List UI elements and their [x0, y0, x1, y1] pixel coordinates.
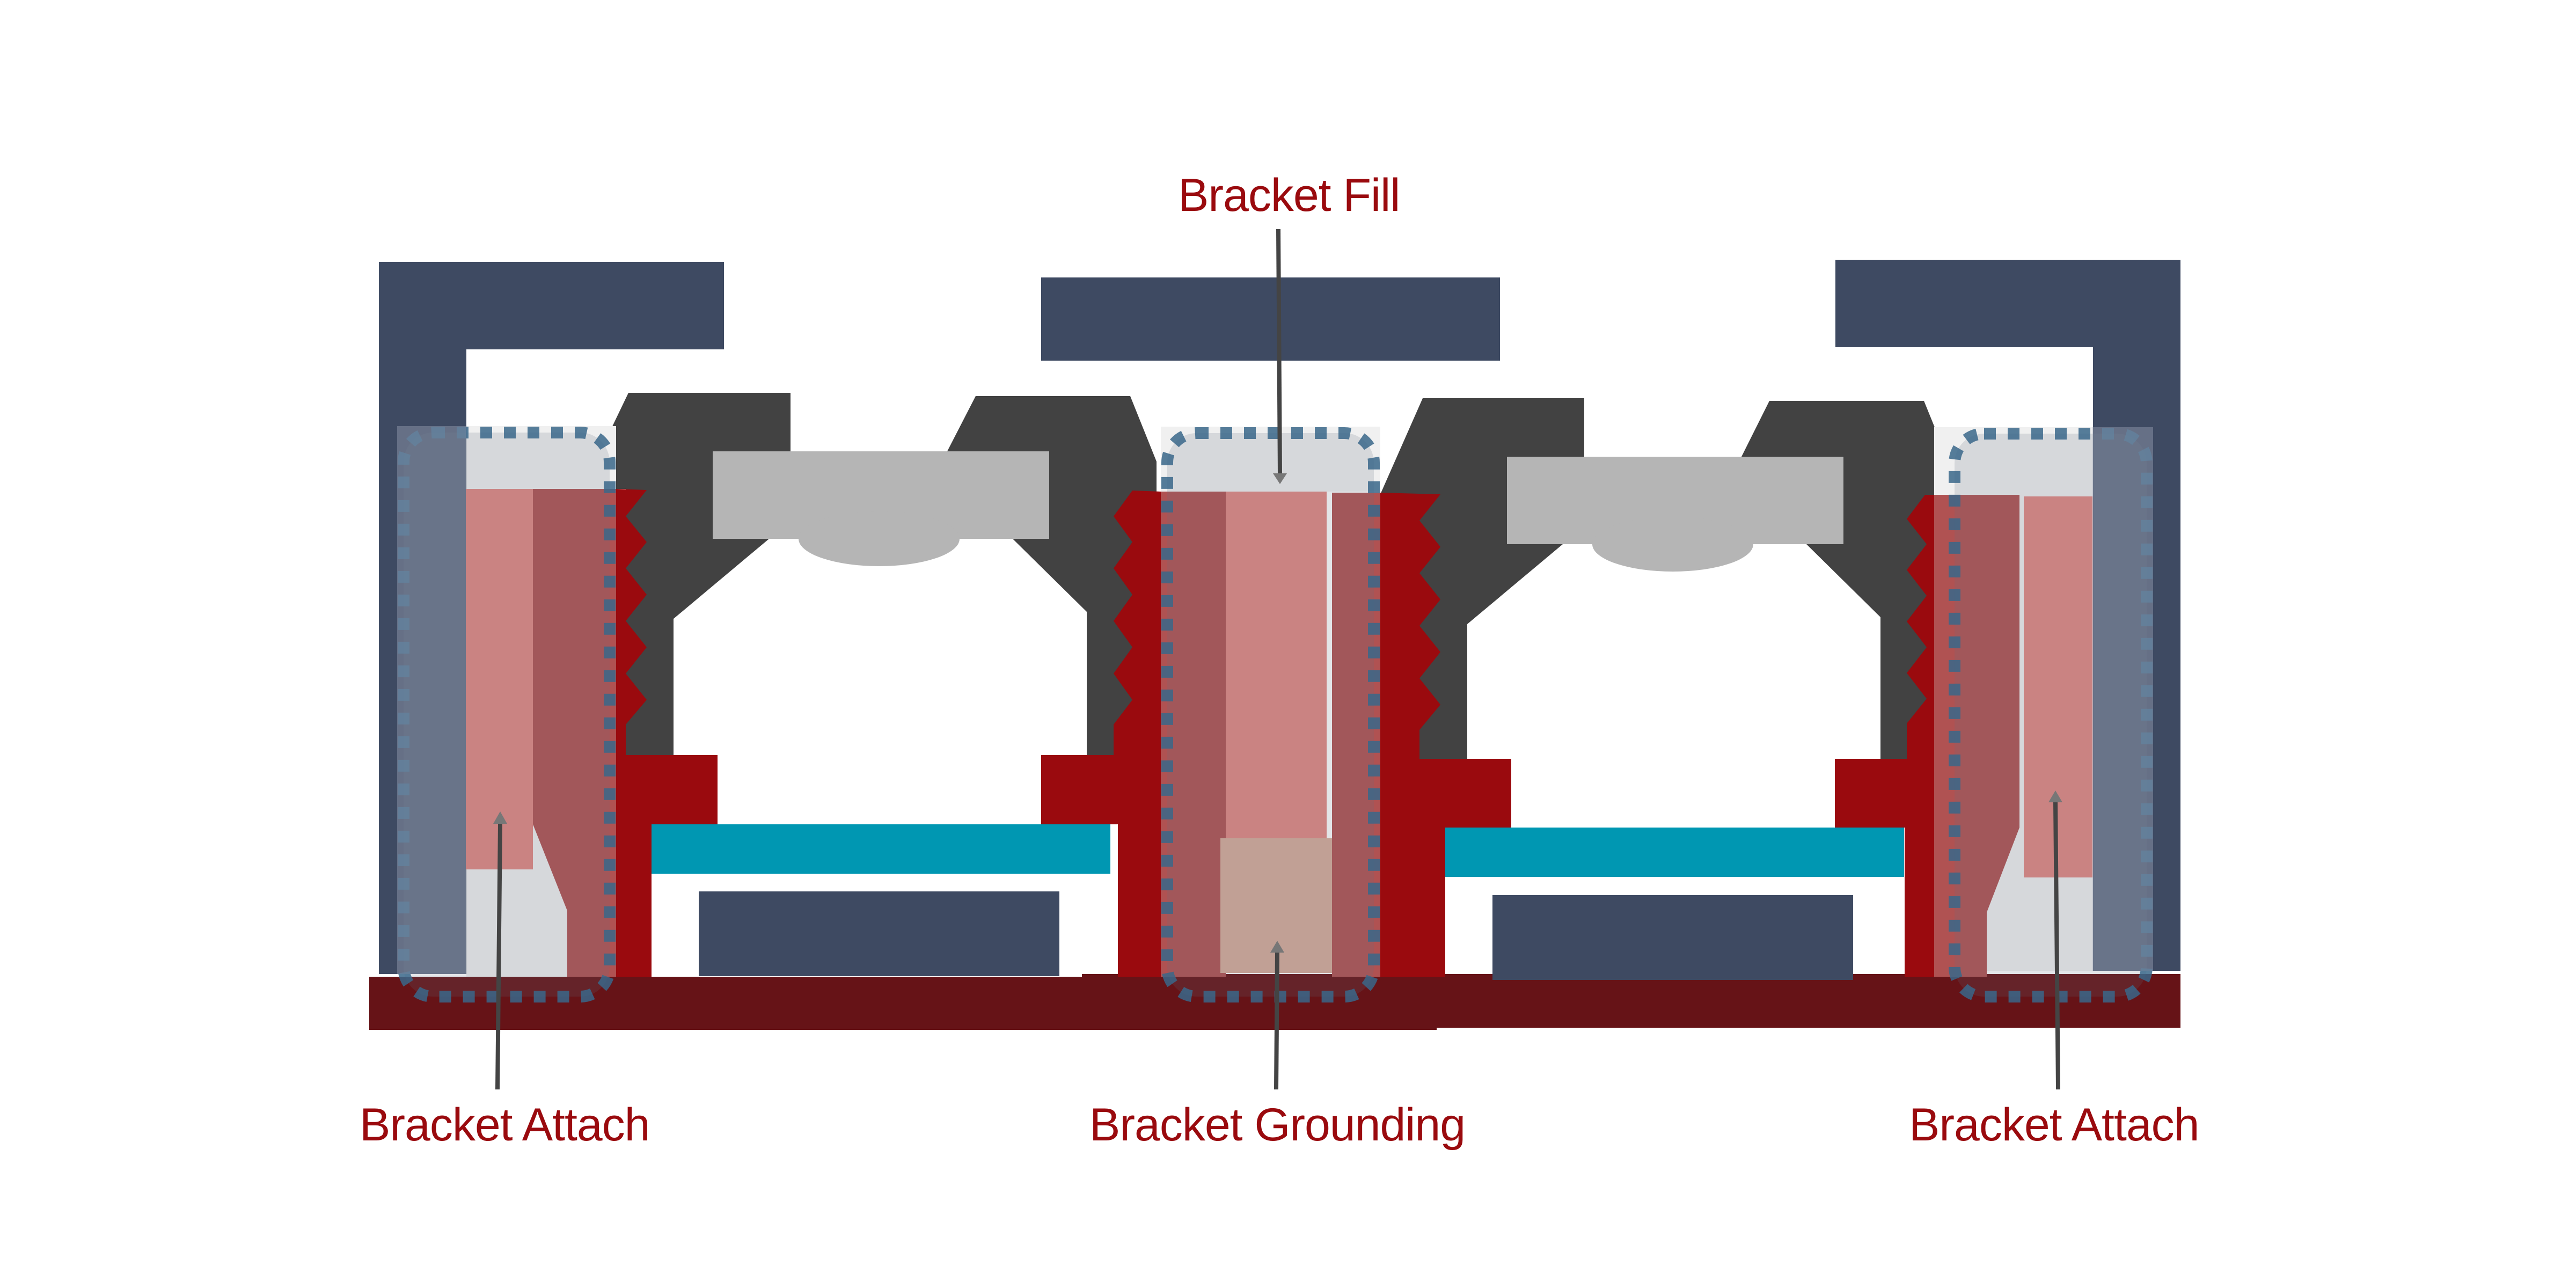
zone-tint-left-navy: [397, 426, 466, 974]
arrow-head-bracket-attach-right: [2048, 791, 2062, 802]
housing-left-cell-left: [582, 393, 791, 755]
leader-bracket-grounding: [1274, 952, 1279, 1090]
navy-pad-left: [699, 891, 1059, 976]
highlight-zone-left: [398, 427, 616, 1002]
arrow-head-bracket-fill: [1273, 473, 1287, 484]
navy-frame-left-top: [379, 262, 724, 349]
leader-bracket-attach-left: [495, 823, 502, 1090]
base-plate-right: [1082, 974, 2180, 1028]
bracket-fill-center: [1226, 492, 1327, 838]
highlight-zone-center: [1161, 427, 1380, 1002]
navy-frame-center: [1041, 277, 1500, 361]
housing-right-cell-left: [1380, 398, 1584, 759]
navy-frame-left-vertical: [379, 349, 466, 974]
thread-right-b: [1835, 495, 1934, 977]
cell-right: [1380, 398, 1951, 980]
thread-left-b: [1041, 491, 1161, 977]
arrow-head-bracket-attach-left: [493, 811, 507, 824]
cap-dome-right: [1592, 517, 1753, 572]
navy-pad-right: [1492, 895, 1853, 980]
arrow-head-bracket-grounding: [1270, 941, 1284, 953]
navy-frame-right-vertical: [2093, 347, 2180, 971]
bracket-pink-right: [2024, 496, 2092, 877]
bracket-attach-left: [466, 489, 616, 977]
leader-bracket-attach-right: [2053, 802, 2060, 1090]
navy-frame-left: [379, 262, 724, 974]
label-bracket-attach-left: Bracket Attach: [360, 1099, 650, 1151]
thread-right-a: [1380, 493, 1511, 977]
leaders: [493, 229, 2062, 1090]
thread-left-a: [616, 489, 718, 977]
label-bracket-fill: Bracket Fill: [1178, 170, 1400, 221]
bracket-dark-pink-center-right: [1332, 493, 1380, 977]
cell-left: [582, 393, 1161, 977]
housing-left-cell-right: [947, 396, 1157, 755]
bracket-pink-left: [466, 489, 533, 869]
navy-frame-right: [1835, 260, 2180, 971]
housing-right-cell-right: [1741, 401, 1951, 759]
highlight-zones: [397, 426, 2153, 1002]
label-bracket-grounding: Bracket Grounding: [1089, 1099, 1465, 1151]
navy-frame-right-top: [1835, 260, 2180, 347]
teal-layer-right: [1445, 828, 1904, 877]
bracket-dark-pink-left: [533, 489, 616, 977]
highlight-zone-right: [1949, 428, 2153, 1002]
cap-dome-left: [799, 511, 960, 566]
leader-bracket-fill: [1276, 229, 1282, 475]
teal-layer-left: [652, 824, 1110, 874]
label-bracket-attach-right: Bracket Attach: [1909, 1099, 2199, 1151]
zone-tint-right-navy: [2092, 427, 2153, 971]
bracket-grounding-center: [1161, 492, 1380, 977]
